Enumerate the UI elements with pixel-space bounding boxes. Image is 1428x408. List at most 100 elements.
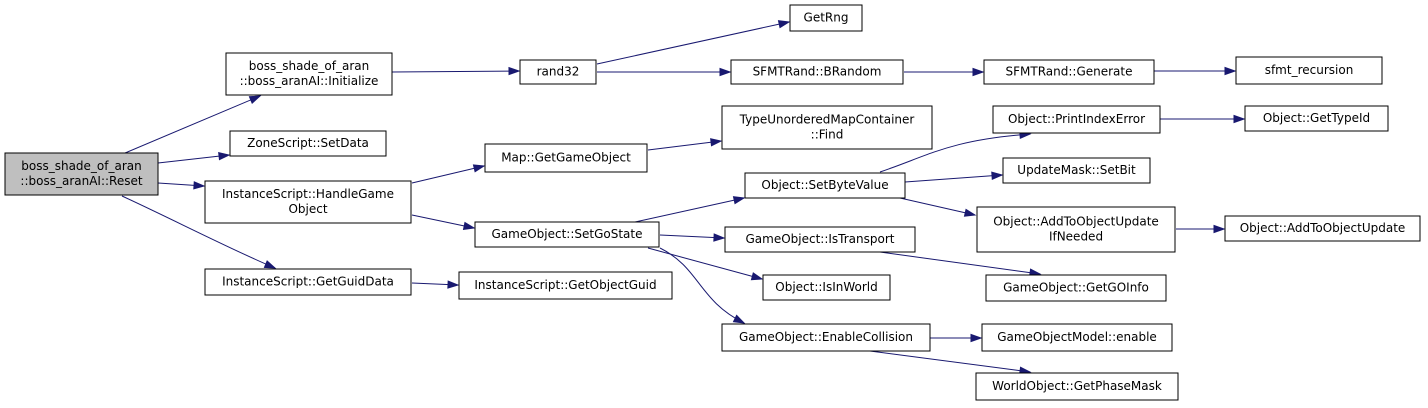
edge-generate-to-sfmt <box>1154 66 1237 76</box>
edge-arrowhead-setgostate-to-isinworld <box>750 272 764 281</box>
node-box-addupdate <box>1224 215 1421 242</box>
node-label-printindex: Object::PrintIndexError <box>1008 112 1145 126</box>
edge-arrowhead-setgostate-to-istransport <box>713 233 726 242</box>
node-box-handlego <box>204 180 412 224</box>
node-label-generate: SFMTRand::Generate <box>1006 65 1133 79</box>
node-box-setbit <box>1002 157 1151 184</box>
edge-arrowhead-addifneeded-to-addupdate <box>1213 224 1226 234</box>
node-box-enablecoll <box>721 323 931 352</box>
node-label-getguiddata: InstanceScript::GetGuidData <box>222 275 394 289</box>
node-initialize[interactable]: boss_shade_of_aran::boss_aranAI::Initial… <box>225 52 393 96</box>
node-mapgetgo[interactable]: Map::GetGameObject <box>484 143 648 173</box>
edge-line-setgostate-to-isinworld <box>647 247 763 280</box>
node-label-addupdate: Object::AddToObjectUpdate <box>1240 221 1406 235</box>
node-label-setdata: ZoneScript::SetData <box>247 136 369 150</box>
edge-arrowhead-enablecoll-to-gomodelenable <box>970 333 983 343</box>
edge-line-initialize-to-rand32 <box>391 70 520 73</box>
edge-arrowhead-rand32-to-brandom <box>719 67 732 77</box>
edge-arrowhead-reset-to-handlego <box>193 181 206 190</box>
edge-rand32-to-getrng <box>596 20 791 65</box>
node-box-printindex <box>992 105 1161 134</box>
edge-arrowhead-rand32-to-getrng <box>777 20 791 29</box>
edge-arrowhead-reset-to-getguiddata <box>263 260 277 269</box>
node-box-getobjguid <box>458 271 673 300</box>
node-box-isinworld <box>762 274 891 301</box>
node-label-addifneeded: IfNeeded <box>1049 230 1103 244</box>
node-label-mapgetgo: Map::GetGameObject <box>501 151 631 165</box>
node-isinworld[interactable]: Object::IsInWorld <box>762 274 891 301</box>
call-edges <box>121 20 1246 375</box>
node-getgoinfo[interactable]: GameObject::GetGOInfo <box>985 274 1167 302</box>
node-istransport[interactable]: GameObject::IsTransport <box>724 226 916 253</box>
edge-line-setgostate-to-istransport <box>659 234 725 239</box>
edge-setbyte-to-addifneeded <box>899 197 977 217</box>
edge-arrowhead-generate-to-sfmt <box>1224 66 1237 76</box>
node-sfmt[interactable]: sfmt_recursion <box>1235 56 1383 85</box>
node-box-typefind <box>721 105 933 150</box>
node-generate[interactable]: SFMTRand::Generate <box>983 59 1155 85</box>
node-setdata[interactable]: ZoneScript::SetData <box>229 130 387 157</box>
edge-arrowhead-reset-to-setdata <box>218 151 231 161</box>
node-box-setdata <box>229 130 387 157</box>
node-label-handlego: InstanceScript::HandleGame <box>222 187 394 201</box>
edge-rand32-to-brandom <box>597 67 732 77</box>
node-label-enablecoll: GameObject::EnableCollision <box>739 330 913 344</box>
node-box-istransport <box>724 226 916 253</box>
edge-addifneeded-to-addupdate <box>1176 224 1226 234</box>
node-box-rand32 <box>519 59 597 85</box>
node-box-initialize <box>225 52 393 96</box>
edge-reset-to-initialize <box>124 95 262 154</box>
edge-line-reset-to-initialize <box>124 95 261 154</box>
node-box-brandom <box>730 59 904 85</box>
node-printindex[interactable]: Object::PrintIndexError <box>992 105 1161 134</box>
node-label-initialize: boss_shade_of_aran <box>249 59 370 73</box>
node-setgostate[interactable]: GameObject::SetGoState <box>474 221 660 248</box>
node-setbit[interactable]: UpdateMask::SetBit <box>1002 157 1151 184</box>
node-label-addifneeded: Object::AddToObjectUpdate <box>993 215 1159 229</box>
node-brandom[interactable]: SFMTRand::BRandom <box>730 59 904 85</box>
edge-line-setgostate-to-enablecoll <box>659 247 745 324</box>
edge-handlego-to-setgostate <box>411 214 476 230</box>
edge-arrowhead-setbyte-to-addifneeded <box>963 208 977 217</box>
node-getrng[interactable]: GetRng <box>789 4 863 32</box>
edge-reset-to-getguiddata <box>121 195 277 269</box>
node-label-getrng: GetRng <box>804 11 849 25</box>
node-getphasemask[interactable]: WorldObject::GetPhaseMask <box>975 372 1179 401</box>
node-reset[interactable]: boss_shade_of_aran::boss_aranAI::Reset <box>4 152 159 196</box>
edge-arrowhead-setbyte-to-setbit <box>991 171 1004 180</box>
node-box-generate <box>983 59 1155 85</box>
node-label-setbyte: Object::SetByteValue <box>761 178 888 192</box>
edge-setgostate-to-enablecoll <box>659 247 746 324</box>
node-typefind[interactable]: TypeUnorderedMapContainer::Find <box>721 105 933 150</box>
node-label-istransport: GameObject::IsTransport <box>746 232 895 246</box>
node-label-handlego: Object <box>288 202 327 216</box>
node-setbyte[interactable]: Object::SetByteValue <box>744 172 906 199</box>
node-addupdate[interactable]: Object::AddToObjectUpdate <box>1224 215 1421 242</box>
node-gomodelenable[interactable]: GameObjectModel::enable <box>981 323 1173 352</box>
node-label-typefind: ::Find <box>811 128 844 142</box>
node-rand32[interactable]: rand32 <box>519 59 597 85</box>
node-label-rand32: rand32 <box>537 65 580 79</box>
node-box-reset <box>4 152 159 196</box>
node-gettypeid[interactable]: Object::GetTypeId <box>1244 105 1389 132</box>
edge-arrowhead-setgostate-to-setbyte <box>732 196 746 205</box>
edge-line-handlego-to-mapgetgo <box>411 165 485 184</box>
edge-enablecoll-to-getphasemask <box>869 350 1032 375</box>
node-label-setgostate: GameObject::SetGoState <box>491 227 642 241</box>
edge-line-reset-to-setdata <box>157 154 230 164</box>
edge-setgostate-to-isinworld <box>647 247 764 281</box>
node-label-gomodelenable: GameObjectModel::enable <box>997 330 1157 344</box>
node-enablecoll[interactable]: GameObject::EnableCollision <box>721 323 931 352</box>
node-label-getgoinfo: GameObject::GetGOInfo <box>1003 281 1149 295</box>
node-getguiddata[interactable]: InstanceScript::GetGuidData <box>204 268 412 296</box>
edge-line-setbyte-to-setbit <box>904 174 1003 183</box>
edge-arrowhead-reset-to-initialize <box>248 95 262 104</box>
node-box-mapgetgo <box>484 143 648 173</box>
edge-setgostate-to-setbyte <box>634 196 746 223</box>
node-label-reset: ::boss_aranAI::Reset <box>20 174 142 188</box>
node-getobjguid[interactable]: InstanceScript::GetObjectGuid <box>458 271 673 300</box>
edge-arrowhead-printindex-to-gettypeid <box>1233 114 1246 124</box>
